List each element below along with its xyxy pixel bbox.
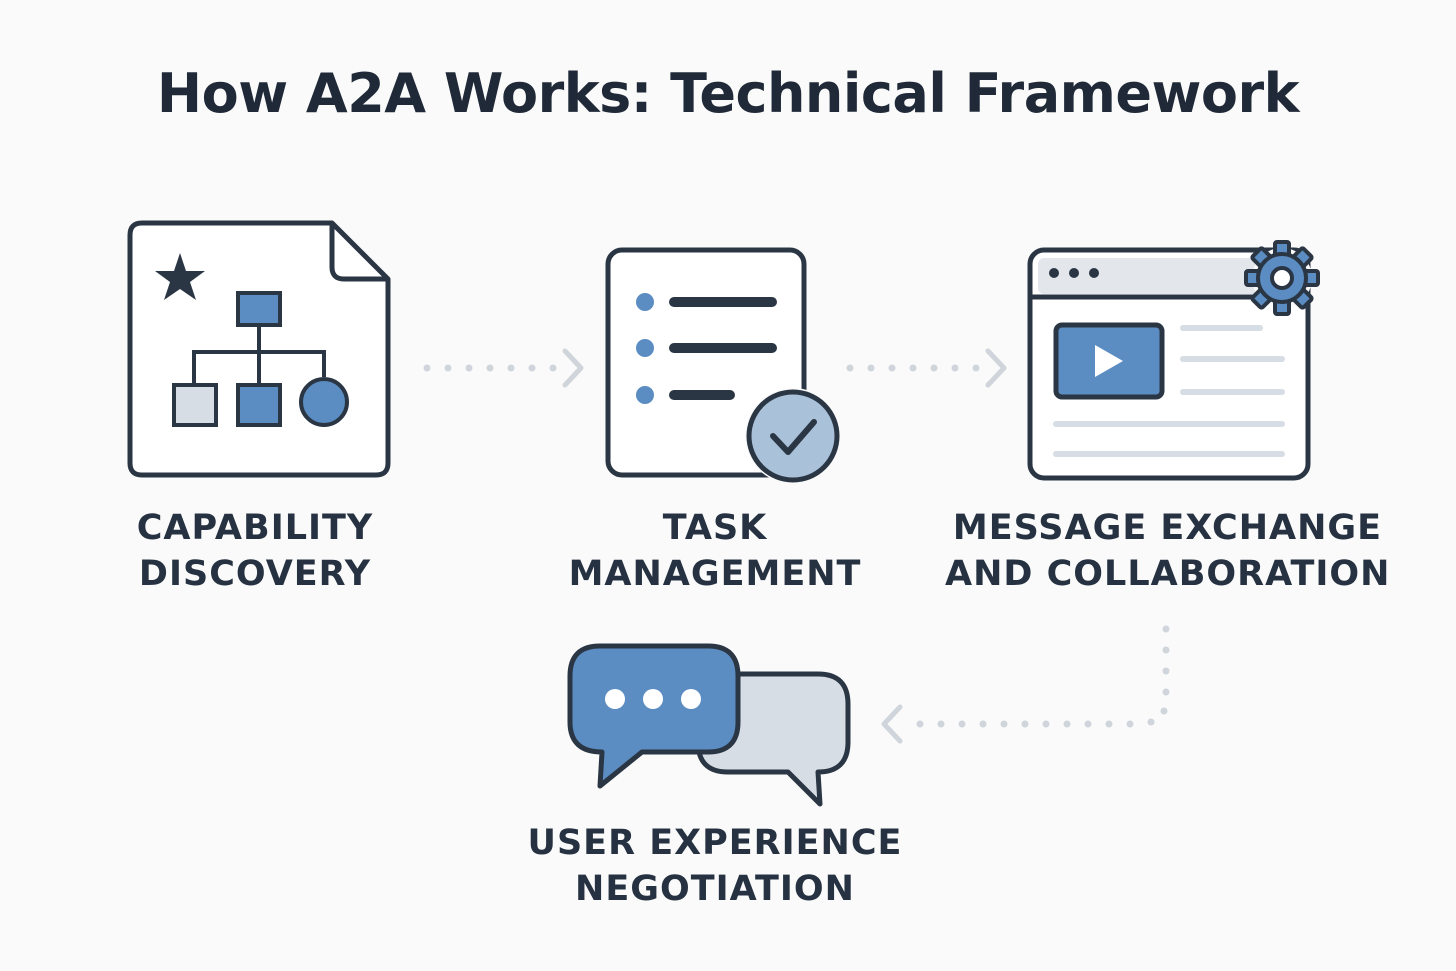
step-label-line-1: MESSAGE EXCHANGE <box>952 508 1383 548</box>
chat-bubbles-icon <box>567 643 851 807</box>
browser-window-gear-icon <box>1027 240 1320 481</box>
step-label-capability-discovery: CAPABILITY DISCOVERY <box>105 505 405 597</box>
step-label-line-2: NEGOTIATION <box>575 869 855 909</box>
connector-arrow-2 <box>846 348 1007 388</box>
diagram-title: How A2A Works: Technical Framework <box>156 62 1300 125</box>
step-label-line-1: CAPABILITY <box>136 508 374 548</box>
checklist-check-icon <box>605 247 841 484</box>
step-label-line-1: USER EXPERIENCE <box>527 823 903 863</box>
step-label-line-1: TASK <box>662 508 768 548</box>
step-label-line-2: MANAGEMENT <box>568 554 862 594</box>
step-label-line-2: DISCOVERY <box>138 554 372 594</box>
step-label-message-exchange: MESSAGE EXCHANGE AND COLLABORATION <box>945 505 1390 597</box>
step-label-user-experience: USER EXPERIENCE NEGOTIATION <box>515 820 915 912</box>
step-label-line-2: AND COLLABORATION <box>945 554 1391 594</box>
connector-arrow-3 <box>881 625 1170 744</box>
org-chart-document-icon <box>127 220 391 478</box>
connector-arrow-1 <box>423 348 584 388</box>
step-label-task-management: TASK MANAGEMENT <box>555 505 875 597</box>
